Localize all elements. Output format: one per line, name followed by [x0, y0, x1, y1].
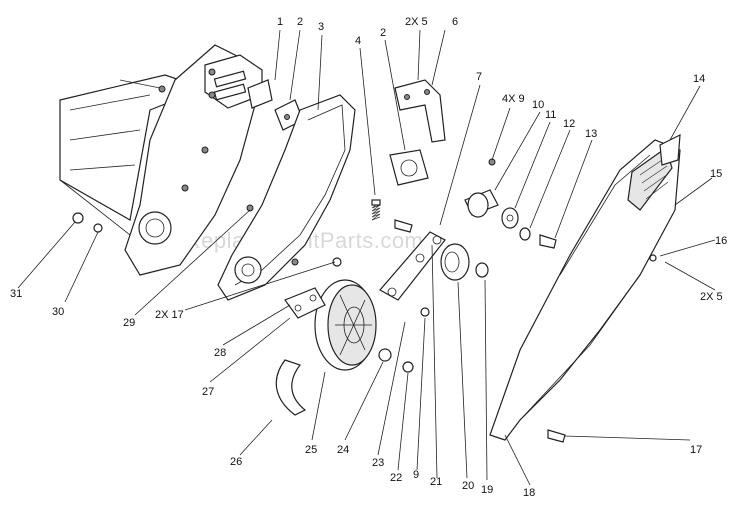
idler-arm [379, 231, 446, 301]
shaft-stack [464, 158, 557, 249]
callout-31: 31 [10, 288, 22, 300]
callout-19: 19 [481, 484, 493, 496]
bolt-block [204, 54, 273, 109]
callout-11: 11 [545, 109, 556, 121]
callout-13: 13 [585, 128, 597, 140]
callout-2x5a: 2X 5 [405, 16, 428, 28]
bolt-17 [547, 429, 566, 443]
callout-9: 9 [413, 469, 419, 481]
washer-24 [378, 348, 392, 362]
callout-2x5b: 2X 5 [700, 291, 723, 303]
leader-lines [17, 29, 716, 486]
callout-27: 27 [202, 386, 214, 398]
callout-labels: 1 2 3 4 2 2X 5 6 7 4X 9 10 11 12 13 14 1… [10, 16, 727, 499]
callout-1: 1 [277, 16, 283, 28]
callout-22: 22 [390, 472, 402, 484]
callout-25: 25 [305, 444, 317, 456]
washer-30 [93, 223, 103, 233]
callout-7: 7 [476, 71, 482, 83]
large-pulley [314, 279, 377, 371]
belt-26 [275, 359, 307, 416]
washer-16 [649, 254, 657, 262]
spacer-19 [475, 262, 489, 278]
callout-18: 18 [523, 487, 535, 499]
clamp-28 [284, 287, 326, 319]
bolt-7 [394, 219, 413, 233]
washer-9 [420, 307, 430, 317]
callout-23: 23 [372, 457, 384, 469]
nut-31 [72, 212, 84, 224]
gasket-2 [389, 149, 429, 186]
callout-2x17: 2X 17 [155, 309, 184, 321]
spring [371, 199, 381, 221]
bolt-29 [246, 204, 254, 212]
callout-4x9: 4X 9 [502, 93, 525, 105]
nameplate-15 [659, 133, 681, 166]
callout-21: 21 [430, 476, 442, 488]
callout-20: 20 [462, 480, 474, 492]
washer-23 [332, 257, 342, 267]
callout-4: 4 [355, 35, 361, 47]
belt-cover [489, 139, 681, 441]
callout-2b: 2 [380, 27, 386, 39]
bolt-2x17 [291, 258, 299, 266]
callout-24: 24 [337, 444, 349, 456]
callout-14: 14 [693, 73, 705, 85]
housing-frame [59, 74, 181, 236]
callout-30: 30 [52, 306, 64, 318]
callout-15: 15 [710, 168, 722, 180]
callout-3: 3 [318, 21, 324, 33]
bracket-6 [394, 79, 446, 143]
callout-29: 29 [123, 317, 135, 329]
callout-6: 6 [452, 16, 458, 28]
callout-12: 12 [563, 118, 575, 130]
washer-22 [402, 361, 414, 373]
drive-cover [217, 94, 356, 301]
callout-17: 17 [690, 444, 702, 456]
callout-26: 26 [230, 456, 242, 468]
callout-28: 28 [214, 347, 226, 359]
callout-2: 2 [297, 16, 303, 28]
idler-pulley [440, 243, 470, 281]
callout-10: 10 [532, 99, 544, 111]
callout-16: 16 [715, 235, 727, 247]
